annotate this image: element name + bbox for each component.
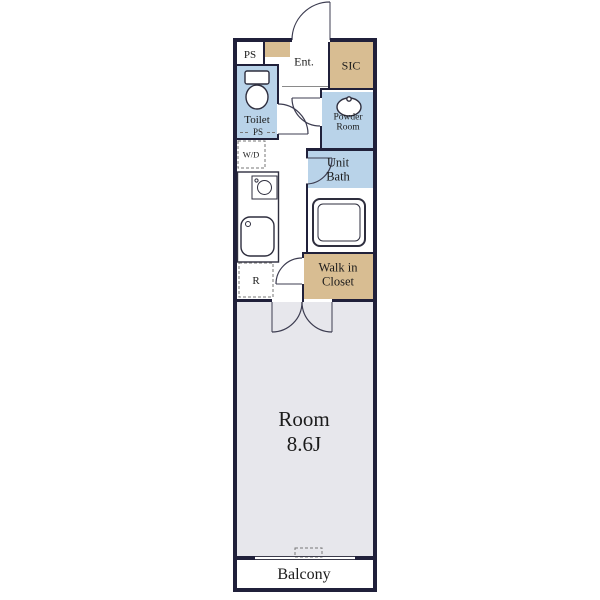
wall-segment (320, 88, 377, 90)
wall-segment (233, 556, 255, 560)
closet-door-arc-icon (275, 257, 303, 285)
powder-room-door-arc-icon (291, 97, 321, 127)
wall-segment (306, 148, 377, 151)
wall-segment (332, 299, 373, 302)
wall-segment (328, 42, 330, 90)
toilet-door-arc-icon (277, 103, 309, 135)
unit-bath-floor (308, 188, 373, 252)
washer-dryer-label: W/D (242, 149, 260, 160)
powder-room-label-line2: Room (336, 123, 360, 133)
toilet-label: Toilet (244, 113, 270, 126)
kitchen-counter-icon (236, 171, 280, 263)
window-line (255, 559, 355, 560)
walk-in-closet (304, 254, 373, 299)
wall-segment (355, 556, 377, 560)
sic-label: SIC (341, 58, 361, 73)
walk-in-closet-label: Walk in Closet (318, 260, 358, 289)
wall-segment (330, 38, 377, 42)
wic-label-line1: Walk in (318, 260, 358, 275)
ps-mid-label: PS (252, 127, 264, 138)
wall-segment (233, 588, 377, 592)
unit-bath-label-line2: Bath (326, 169, 350, 183)
entrance-door-arc-icon (291, 1, 331, 41)
wall-segment (320, 90, 322, 98)
room-label-line1: Room (278, 406, 330, 431)
ps-top-label: PS (243, 48, 257, 61)
entrance-label: Ent. (294, 54, 314, 69)
balcony-area (237, 560, 373, 588)
wall-segment (263, 42, 265, 66)
wall-segment (237, 299, 272, 302)
wall-segment (233, 38, 292, 42)
wall-segment (302, 254, 304, 258)
powder-room-label-line1: Powder (333, 112, 363, 123)
wall-segment (233, 38, 237, 592)
entrance-mat (265, 42, 290, 57)
wall-segment (320, 126, 322, 150)
wall-segment (373, 38, 377, 592)
fridge-label: R (252, 274, 260, 287)
main-room (237, 302, 373, 556)
wic-label-line2: Closet (322, 274, 354, 288)
powder-room-label: Powder Room (333, 113, 362, 134)
wall-segment (277, 66, 279, 104)
unit-bath-label-line1: Unit (326, 155, 350, 170)
wall-segment (306, 184, 308, 254)
wall-segment (237, 138, 279, 140)
room-label: Room 8.6J (278, 407, 329, 457)
sic-closet (330, 42, 373, 88)
unit-bath-label: Unit Bath (326, 155, 350, 184)
wall-segment (302, 252, 377, 254)
balcony-label: Balcony (277, 566, 331, 584)
wall-segment (306, 151, 308, 158)
wall-segment (277, 134, 279, 140)
entrance-step-line (282, 86, 328, 87)
wall-segment (237, 64, 279, 66)
wall-segment (302, 284, 304, 302)
room-label-line2: 8.6J (286, 432, 322, 456)
window-line (255, 556, 355, 557)
